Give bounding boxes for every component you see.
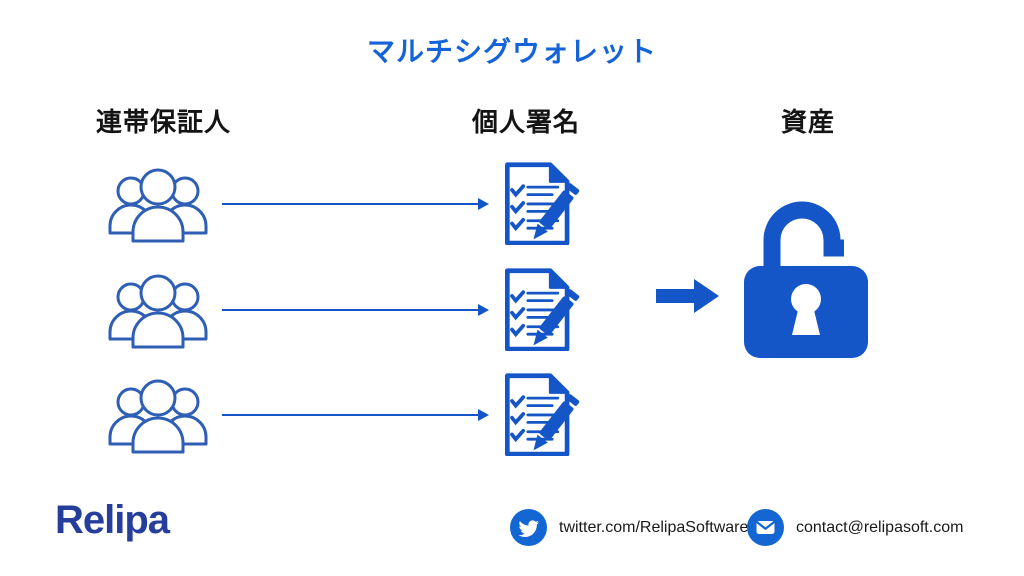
flow-row-1 — [0, 162, 1024, 249]
people-group-icon — [108, 168, 208, 243]
email-address-text[interactable]: contact@relipasoft.com — [796, 518, 964, 536]
twitter-link[interactable]: twitter.com/RelipaSoftware — [510, 509, 748, 546]
people-group-icon — [108, 274, 208, 349]
open-padlock-icon — [744, 201, 868, 358]
signed-document-icon — [505, 162, 580, 245]
twitter-bird-icon — [510, 509, 547, 546]
arrow-line — [222, 304, 489, 316]
twitter-url-text[interactable]: twitter.com/RelipaSoftware — [559, 518, 749, 536]
email-link[interactable]: contact@relipasoft.com — [747, 509, 963, 546]
people-group-icon — [108, 379, 208, 454]
pen-icon — [533, 289, 580, 346]
column-header-guarantor: 連帯保証人 — [96, 107, 232, 137]
flow-row-2 — [0, 268, 1024, 355]
pen-icon — [533, 183, 580, 240]
slide-title: マルチシグウォレット — [366, 36, 657, 67]
signed-document-icon — [505, 268, 580, 351]
pen-icon — [533, 394, 580, 451]
signed-document-icon — [505, 373, 580, 456]
column-header-asset: 資産 — [781, 107, 836, 137]
envelope-icon — [747, 509, 784, 546]
flow-row-3 — [0, 373, 1024, 460]
arrow-line — [222, 198, 489, 210]
relipa-logo: Relipa — [55, 498, 170, 542]
right-arrow-icon — [656, 279, 719, 313]
column-header-signature: 個人署名 — [472, 107, 581, 137]
arrow-line — [222, 409, 489, 421]
